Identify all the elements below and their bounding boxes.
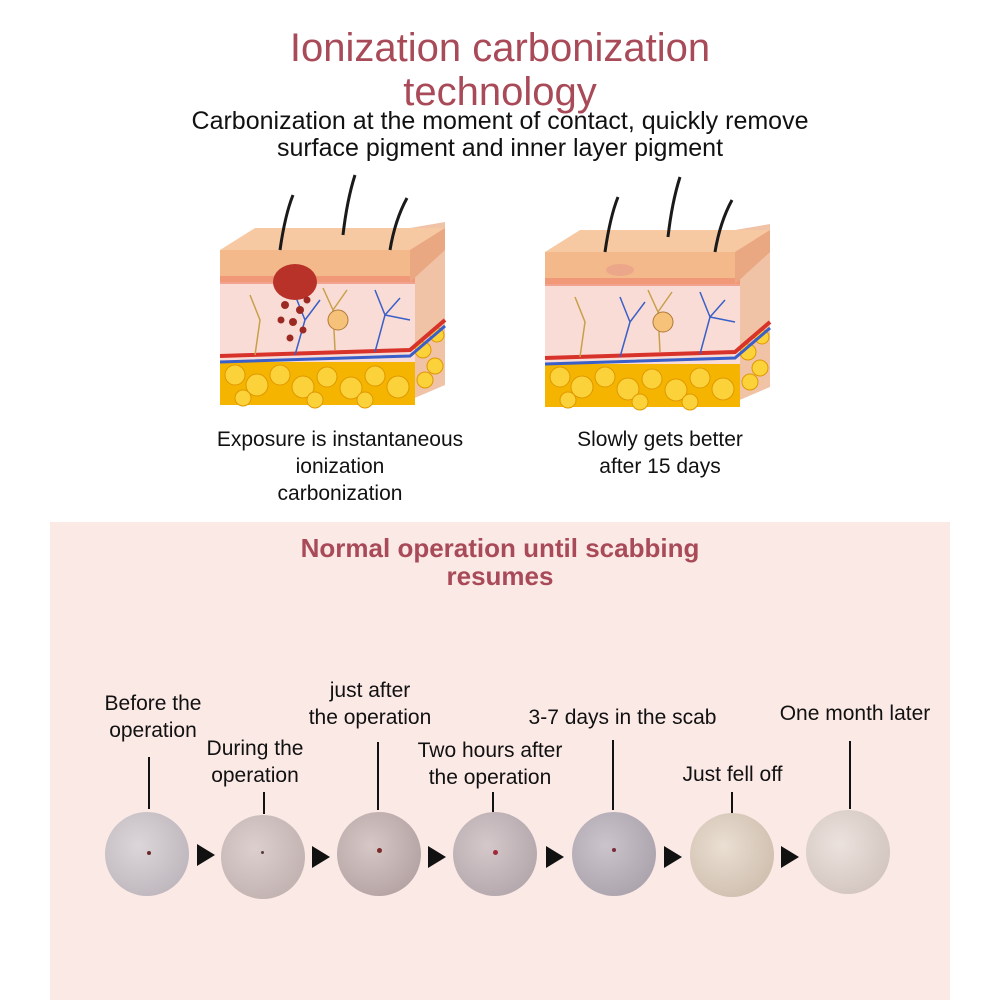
step-label-line: Before the [104, 692, 202, 715]
process-panel [50, 522, 950, 1000]
main-title-line-2: technology [403, 70, 597, 114]
mole-spot [612, 848, 616, 852]
leader-line [148, 757, 150, 809]
mole-spot [377, 848, 382, 853]
step-label-line: Just fell off [682, 763, 783, 786]
skin-photo-fell-off [690, 813, 774, 897]
mole-spot [147, 851, 151, 855]
leader-line [492, 792, 494, 812]
step-label-during: During the operation [190, 735, 320, 789]
skin-photo-during [221, 815, 305, 899]
arrow-right-icon [781, 846, 799, 868]
caption-carbonization: Exposure is instantaneous ionization car… [180, 426, 500, 507]
skin-diagram-carbonization [219, 174, 447, 409]
subtitle: Carbonization at the moment of contact, … [0, 108, 1000, 162]
main-title-line-1: Ionization carbonization [289, 26, 711, 70]
arrow-right-icon [664, 846, 682, 868]
caption-line: after 15 days [599, 455, 721, 478]
step-label-line: operation [109, 719, 197, 742]
leader-line [263, 792, 265, 814]
subtitle-line-2: surface pigment and inner layer pigment [276, 134, 724, 162]
step-label-line: the operation [308, 706, 432, 729]
step-label-line: Two hours after [417, 739, 563, 762]
caption-line: Slowly gets better [577, 428, 743, 451]
leader-line [731, 792, 733, 814]
step-label-fell-off: Just fell off [665, 761, 800, 788]
step-label-one-month: One month later [760, 700, 950, 727]
step-label-line: 3-7 days in the scab [528, 706, 717, 729]
arrow-right-icon [197, 844, 215, 866]
step-label-before: Before the operation [88, 690, 218, 744]
caption-line: ionization [295, 455, 385, 478]
step-label-line: One month later [779, 702, 931, 725]
step-label-line: just after [329, 679, 411, 702]
step-label-two-hours: Two hours after the operation [400, 737, 580, 791]
caption-line: carbonization [277, 482, 403, 505]
caption-healed: Slowly gets better after 15 days [530, 426, 790, 480]
caption-line: Exposure is instantaneous [216, 428, 464, 451]
skin-diagram-healed [544, 176, 772, 411]
step-label-scab: 3-7 days in the scab [505, 704, 740, 731]
process-title-line-2: resumes [446, 561, 554, 591]
leader-line [849, 741, 851, 809]
skin-photo-two-hours [453, 812, 537, 896]
subtitle-line-1: Carbonization at the moment of contact, … [191, 107, 809, 135]
arrow-right-icon [546, 846, 564, 868]
step-label-just-after: just after the operation [290, 677, 450, 731]
process-title: Normal operation until scabbing resumes [0, 534, 1000, 590]
skin-photo-before [105, 812, 189, 896]
mole-spot [261, 851, 264, 854]
main-title: Ionization carbonization technology [0, 26, 1000, 114]
arrow-right-icon [312, 846, 330, 868]
leader-line [612, 740, 614, 810]
step-label-line: During the [206, 737, 304, 760]
mole-spot [493, 850, 498, 855]
step-label-line: the operation [428, 766, 552, 789]
skin-photo-scab [572, 812, 656, 896]
arrow-right-icon [428, 846, 446, 868]
step-label-line: operation [211, 764, 299, 787]
process-title-line-1: Normal operation until scabbing [300, 533, 700, 563]
skin-photo-just-after [337, 812, 421, 896]
leader-line [377, 742, 379, 810]
skin-photo-one-month [806, 810, 890, 894]
